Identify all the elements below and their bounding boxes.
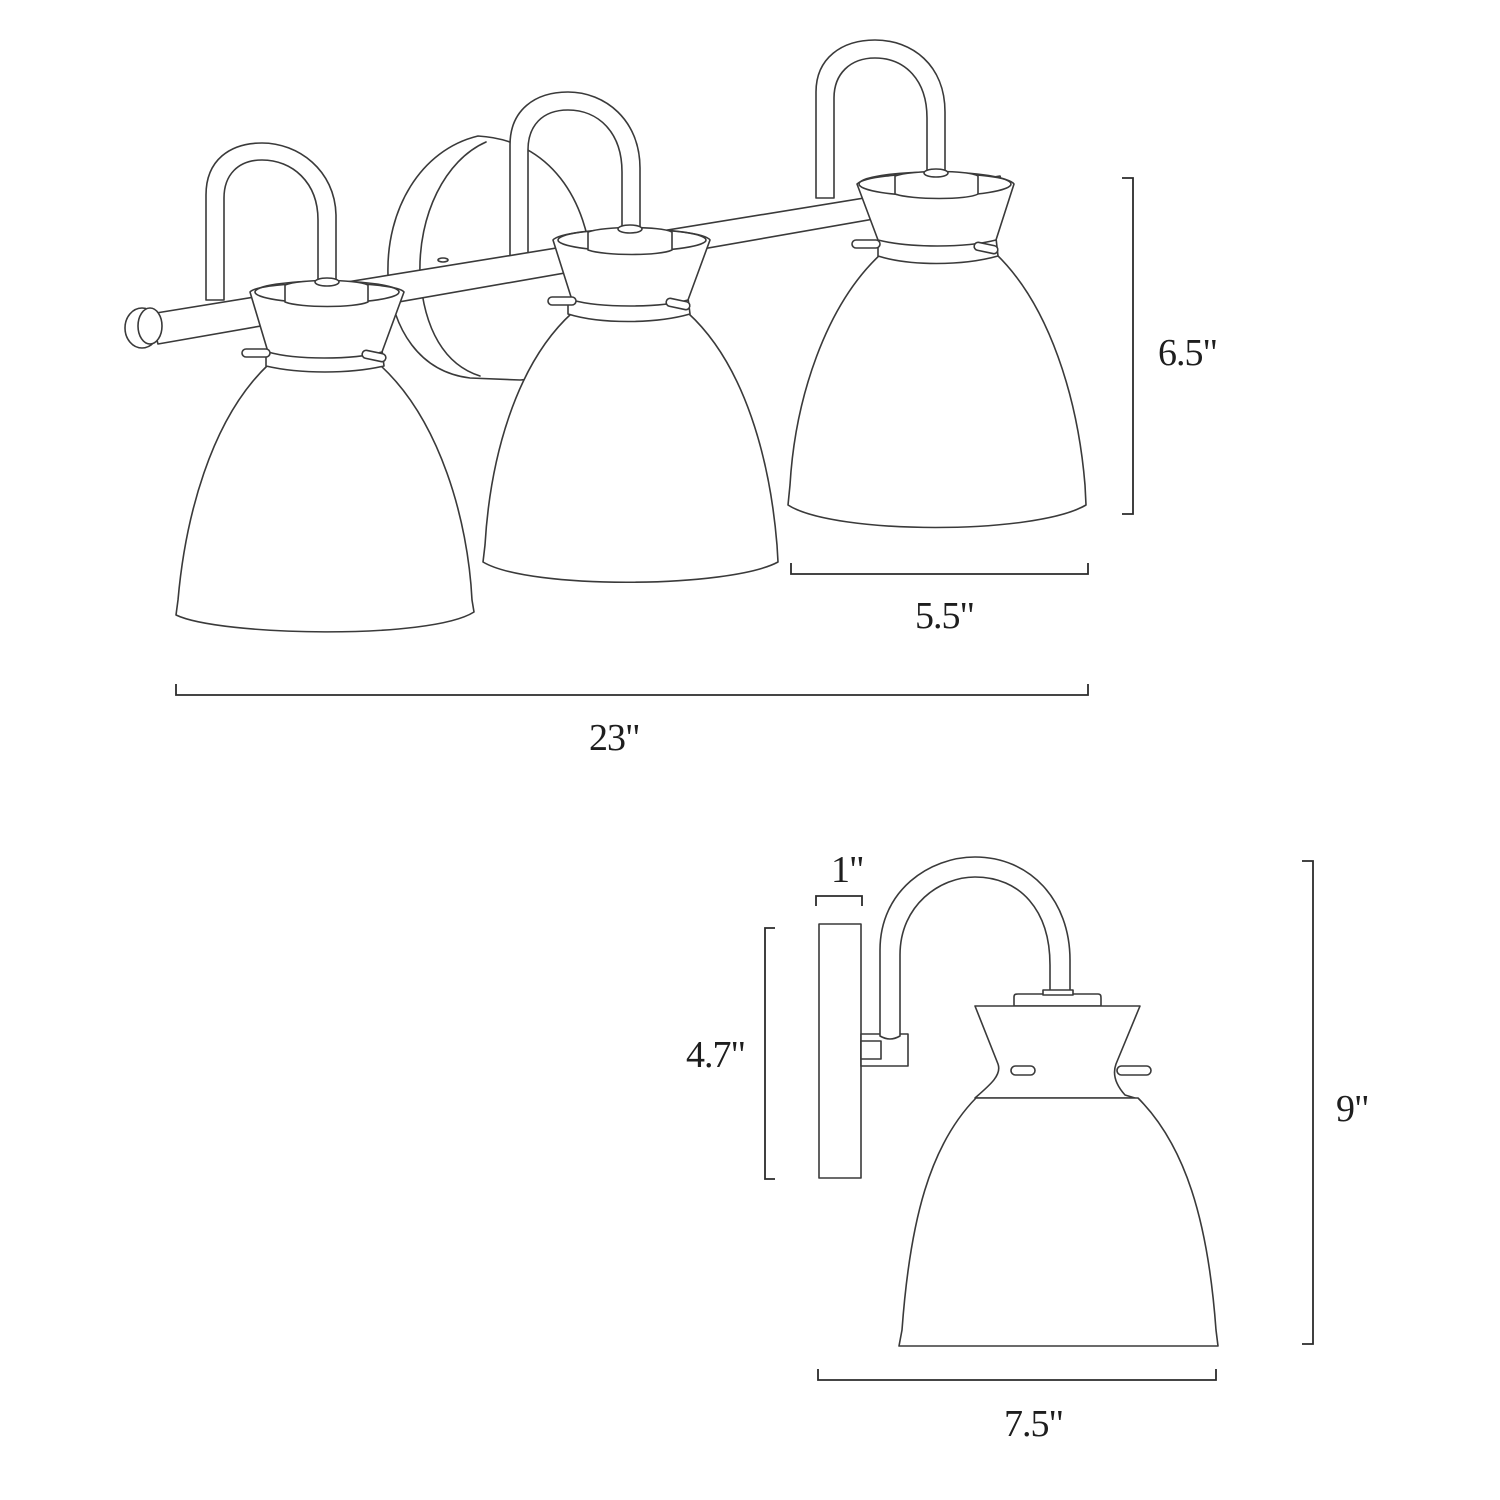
- label-shade-width: 5.5": [915, 595, 975, 637]
- label-overall-height: 9": [1336, 1088, 1370, 1130]
- light-middle: [482, 224, 779, 584]
- dim-line-shade-width: [790, 563, 1089, 575]
- light-left: [175, 277, 475, 633]
- label-overall-width: 23": [589, 717, 641, 759]
- arm-right: [815, 39, 946, 199]
- side-arm: [879, 856, 1071, 1040]
- backplate: [818, 923, 862, 1179]
- dim-line-backplate-height: [764, 927, 775, 1180]
- side-neck: [974, 1005, 1141, 1099]
- side-view: [764, 856, 1314, 1381]
- label-overall-extension: 7.5": [1004, 1403, 1064, 1445]
- dim-line-overall-extension: [817, 1369, 1217, 1381]
- label-shade-height: 6.5": [1158, 332, 1218, 374]
- light-right: [787, 168, 1087, 529]
- arm-left: [205, 142, 337, 301]
- label-backplate-depth: 1": [831, 849, 865, 891]
- front-view: [124, 39, 1134, 696]
- label-backplate-height: 4.7": [686, 1034, 746, 1076]
- dim-line-backplate-depth: [815, 895, 863, 906]
- dim-line-shade-height: [1122, 177, 1134, 515]
- side-shade: [898, 1097, 1219, 1347]
- dim-line-overall-height: [1302, 860, 1314, 1345]
- dim-line-overall-width: [175, 684, 1089, 696]
